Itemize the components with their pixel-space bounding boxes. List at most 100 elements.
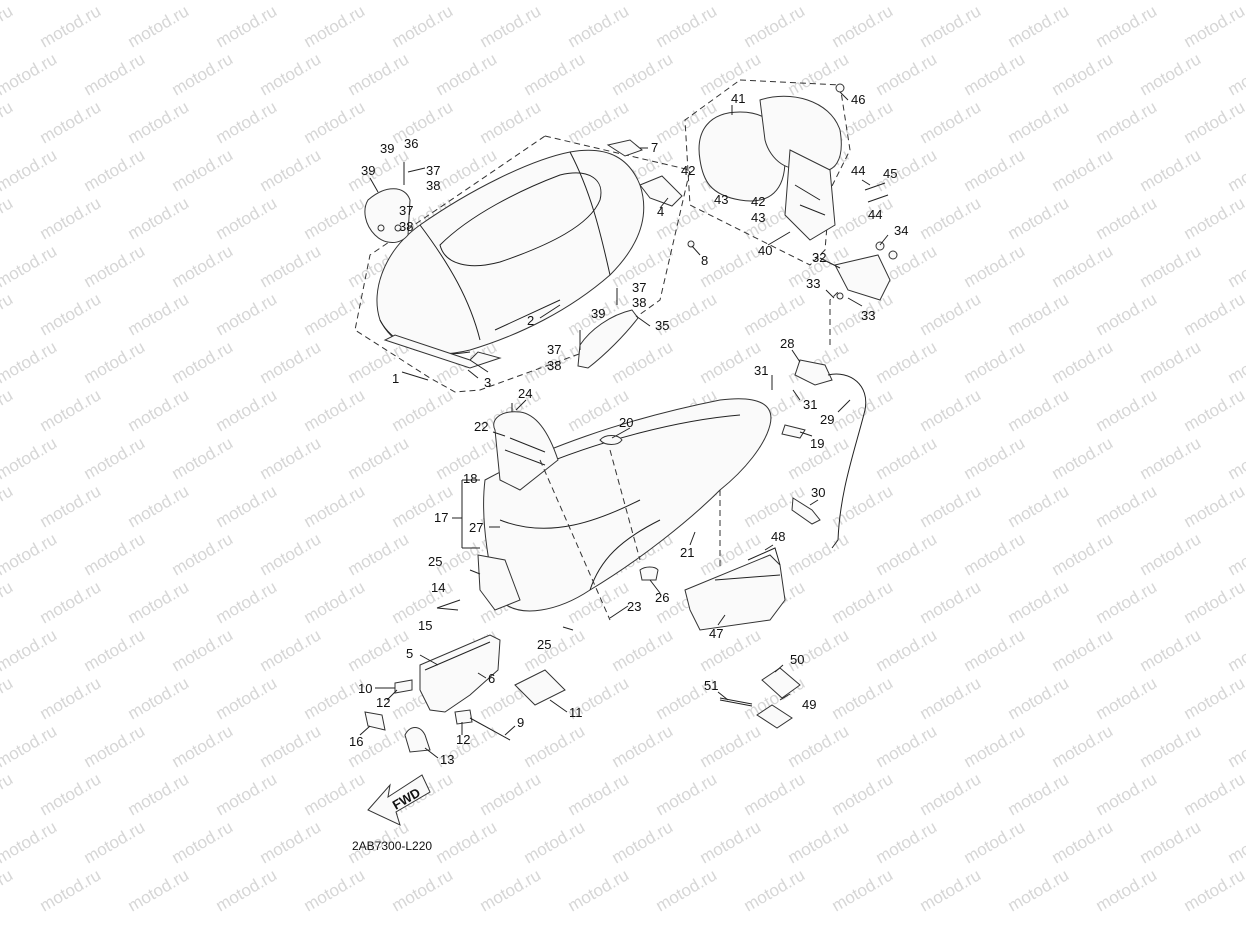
watermark-text: motod.ru xyxy=(125,385,193,435)
watermark-text: motod.ru xyxy=(1049,721,1117,771)
watermark-text: motod.ru xyxy=(873,49,941,99)
callout-40: 40 xyxy=(758,243,772,258)
callout-2: 2 xyxy=(527,313,534,328)
watermark-text: motod.ru xyxy=(81,817,149,867)
callout-1: 1 xyxy=(392,371,399,386)
backrest-group xyxy=(684,79,889,266)
watermark-text: motod.ru xyxy=(1049,625,1117,675)
watermark-text: motod.ru xyxy=(0,0,60,3)
watermark-text: motod.ru xyxy=(81,529,149,579)
watermark-text: motod.ru xyxy=(1049,817,1117,867)
watermark-text: motod.ru xyxy=(169,817,237,867)
watermark-text: motod.ru xyxy=(345,145,413,195)
watermark-text: motod.ru xyxy=(1137,241,1205,291)
watermark-text: motod.ru xyxy=(301,97,369,147)
watermark-text: motod.ru xyxy=(1005,865,1073,915)
watermark-text: motod.ru xyxy=(81,241,149,291)
watermark-text: motod.ru xyxy=(961,529,1029,579)
watermark-text: motod.ru xyxy=(257,145,325,195)
callout-8: 8 xyxy=(701,253,708,268)
watermark-text: motod.ru xyxy=(521,49,589,99)
watermark-text: motod.ru xyxy=(741,865,809,915)
watermark-text: motod.ru xyxy=(565,769,633,819)
storage-box xyxy=(436,398,806,631)
watermark-text: motod.ru xyxy=(0,337,60,387)
watermark-text: motod.ru xyxy=(1093,385,1161,435)
watermark-text: motod.ru xyxy=(829,577,897,627)
callout-31-upper: 31 xyxy=(754,363,768,378)
callout-44-upper: 44 xyxy=(851,163,865,178)
watermark-text: motod.ru xyxy=(169,337,237,387)
watermark-text: motod.ru xyxy=(0,481,16,531)
watermark-text: motod.ru xyxy=(257,241,325,291)
watermark-text: motod.ru xyxy=(741,769,809,819)
callout-35: 35 xyxy=(655,318,669,333)
watermark-text: motod.ru xyxy=(257,529,325,579)
callout-45: 45 xyxy=(883,166,897,181)
watermark-text: motod.ru xyxy=(1049,337,1117,387)
watermark-text: motod.ru xyxy=(565,1,633,51)
watermark-text: motod.ru xyxy=(653,1,721,51)
watermark-text: motod.ru xyxy=(829,673,897,723)
watermark-text: motod.ru xyxy=(301,481,369,531)
seat-hinge-bracket xyxy=(364,162,426,243)
callout-32: 32 xyxy=(812,250,826,265)
callout-42-left: 42 xyxy=(681,163,695,178)
watermark-text: motod.ru xyxy=(917,481,985,531)
callout-26: 26 xyxy=(655,590,669,605)
watermark-text: motod.ru xyxy=(37,769,105,819)
watermark-text: motod.ru xyxy=(0,193,16,243)
callout-48: 48 xyxy=(771,529,785,544)
watermark-text: motod.ru xyxy=(1225,0,1246,3)
watermark-text: motod.ru xyxy=(873,337,941,387)
watermark-text: motod.ru xyxy=(961,49,1029,99)
callout-50: 50 xyxy=(790,652,804,667)
watermark-text: motod.ru xyxy=(917,193,985,243)
watermark-text: motod.ru xyxy=(301,769,369,819)
watermark-text: motod.ru xyxy=(257,433,325,483)
callout-25-upper: 25 xyxy=(428,554,442,569)
callout-5: 5 xyxy=(406,646,413,661)
watermark-text: motod.ru xyxy=(0,97,16,147)
watermark-text: motod.ru xyxy=(169,433,237,483)
watermark-text: motod.ru xyxy=(1137,145,1205,195)
callout-49: 49 xyxy=(802,697,816,712)
watermark-text: motod.ru xyxy=(741,289,809,339)
watermark-text: motod.ru xyxy=(521,817,589,867)
callout-39-right: 39 xyxy=(591,306,605,321)
watermark-text: motod.ru xyxy=(1093,865,1161,915)
callout-28: 28 xyxy=(780,336,794,351)
watermark-text: motod.ru xyxy=(609,817,677,867)
watermark-text: motod.ru xyxy=(1225,433,1246,483)
callout-14: 14 xyxy=(431,580,445,595)
callout-18: 18 xyxy=(463,471,477,486)
watermark-text: motod.ru xyxy=(785,529,853,579)
watermark-text: motod.ru xyxy=(917,769,985,819)
watermark-text: motod.ru xyxy=(961,433,1029,483)
watermark-text: motod.ru xyxy=(477,769,545,819)
watermark-text: motod.ru xyxy=(1005,97,1073,147)
watermark-text: motod.ru xyxy=(1181,481,1246,531)
callout-31-lower: 31 xyxy=(803,397,817,412)
watermark-text: motod.ru xyxy=(0,145,60,195)
watermark-text: motod.ru xyxy=(1093,769,1161,819)
watermark-text: motod.ru xyxy=(697,721,765,771)
watermark-text: motod.ru xyxy=(169,529,237,579)
watermark-text: motod.ru xyxy=(1049,49,1117,99)
callout-47: 47 xyxy=(709,626,723,641)
watermark-text: motod.ru xyxy=(785,721,853,771)
hinge-plate xyxy=(834,241,898,301)
watermark-text: motod.ru xyxy=(389,385,457,435)
watermark-text: motod.ru xyxy=(0,817,60,867)
watermark-text: motod.ru xyxy=(1181,385,1246,435)
watermark-text: motod.ru xyxy=(1137,625,1205,675)
watermark-text: motod.ru xyxy=(609,49,677,99)
watermark-text: motod.ru xyxy=(389,97,457,147)
watermark-text: motod.ru xyxy=(1049,241,1117,291)
watermark-text: motod.ru xyxy=(125,289,193,339)
watermark-text: motod.ru xyxy=(1181,193,1246,243)
watermark-text: motod.ru xyxy=(1137,817,1205,867)
watermark-text: motod.ru xyxy=(477,97,545,147)
watermark-text: motod.ru xyxy=(521,721,589,771)
callout-24: 24 xyxy=(518,386,532,401)
